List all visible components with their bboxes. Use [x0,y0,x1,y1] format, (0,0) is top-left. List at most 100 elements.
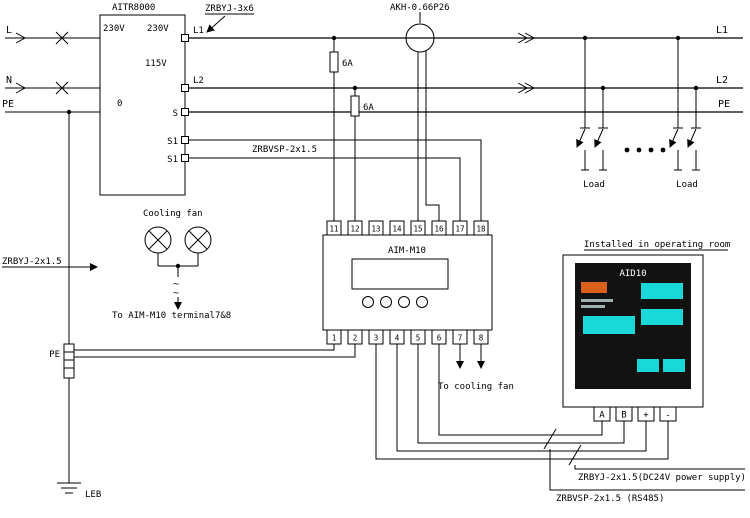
line-pe-right-label: PE [718,99,730,110]
aim-terminal-18: 18 [476,225,486,234]
aim-terminal-3: 3 [374,334,379,343]
remote-display-panel: AID10 A B + - Installed in operating roo… [562,240,730,422]
main-runs [188,32,743,221]
cable-supply-label: ZRBYJ-3x6 [205,4,254,14]
aim-terminal-13: 13 [371,225,380,234]
pe-terminal-block [63,343,75,379]
pe-block-label: PE [49,350,60,360]
panel-terminal-plus: + [643,411,649,421]
cooling-fan-circuit [2,226,212,310]
aim-display [351,258,449,290]
panel-test-button [663,359,685,372]
ac-symbol: ~ [173,288,179,299]
zero-terminal-label: 0 [117,99,122,109]
monitor-bottom-wiring [74,344,745,491]
transformer-box [99,14,186,196]
load-label-2: Load [676,180,698,190]
aim-terminal-12: 12 [350,225,359,234]
cable-rs485-label: ZRBVSP-2x1.5 (RS485) [556,494,664,504]
transformer-unit: AITR8000 230V 230V 115V 0 L1 L2 S S1 S1 [99,3,204,196]
panel-terminal-minus: - [665,411,670,421]
ellipsis-dot [648,147,654,153]
junction-dots [66,35,699,269]
panel-button [641,283,683,299]
aim-terminal-5: 5 [416,334,421,343]
transformer-terminal-l2 [181,84,189,92]
line-l2-right-label: L2 [716,75,728,86]
fan-note-label: To AIM-M10 terminal7&8 [112,311,231,321]
fuse-2-rating: 6A [363,103,374,113]
ct-circle [405,23,435,53]
aim-terminal-6: 6 [437,334,442,343]
aim-terminal-14: 14 [392,225,402,234]
aim-button [398,296,410,308]
line-l-label: L [6,25,12,36]
fuse-drops [329,38,360,221]
aim-terminal-15: 15 [413,225,422,234]
l1-connector-arrows [517,32,536,44]
load-branches [576,38,701,171]
terminal-label-s1b: S1 [167,155,178,165]
secondary-voltage: 230V [147,24,169,34]
ellipsis-dot [636,147,642,153]
panel-button [641,309,683,325]
s1-wire-a [188,139,482,221]
panel-button [583,316,635,334]
aim-button [416,296,428,308]
panel-terminal-a: A [599,411,605,421]
cable-signal-label: ZRBVSP-2x1.5 [252,145,317,155]
s1-wire-b [188,157,461,221]
aim-terminal-17: 17 [455,225,464,234]
earth-symbol [57,482,81,494]
panel-terminal-b: B [621,411,626,421]
line-l1-right-label: L1 [716,25,728,36]
panel-model: AID10 [619,269,646,279]
transformer-terminal-s1b [181,154,189,162]
line-pe-label: PE [2,99,14,110]
aim-button [362,296,374,308]
labels: L N PE L1 L2 PE ZRBYJ-3x6 AKH-0.66P26 6A… [2,3,746,504]
l2-connector-arrows [517,82,536,94]
cable-mark-rs485 [543,428,557,450]
aim-button [380,296,392,308]
leb-label: LEB [85,490,101,500]
panel-location-label: Installed in operating room [584,240,730,250]
aim-terminal-2: 2 [353,334,358,343]
panel-text-line [581,299,613,302]
current-transformer [405,12,440,221]
supply-wires [5,31,100,113]
line-n-label: N [6,75,12,86]
fuse-1-rating: 6A [342,59,353,69]
aim-terminal-11: 11 [329,225,338,234]
cable-dc24-label: ZRBYJ-2x1.5(DC24V power supply) [578,473,746,483]
ct-model-label: AKH-0.66P26 [390,3,450,13]
ellipsis-dot [624,147,630,153]
cable-fan-label: ZRBYJ-2x1.5 [2,257,62,267]
cooling-fan-title: Cooling fan [143,209,203,219]
aim-terminal-8: 8 [479,334,484,343]
tertiary-voltage: 115V [145,59,167,69]
aim-terminal-4: 4 [395,334,400,343]
transformer-terminal-s1a [181,136,189,144]
terminal-label-s: S [173,109,178,119]
aim-terminal-16: 16 [434,225,444,234]
to-cooling-fan-label: To cooling fan [438,382,514,392]
load-label-1: Load [583,180,605,190]
insulation-monitor: AIM-M10 11 12 13 14 15 16 17 18 1 2 3 4 … [322,220,493,345]
pe-earthing [57,112,81,494]
transformer-model: AITR8000 [112,3,155,13]
terminal-label-s1a: S1 [167,137,178,147]
transformer-terminal-l1 [181,34,189,42]
cable-mark-dc24 [568,444,582,466]
panel-alarm-indicator [581,282,607,293]
transformer-terminal-s [181,108,189,116]
fuse-2 [350,95,360,117]
aim-model: AIM-M10 [388,246,426,256]
panel-mute-button [637,359,659,372]
aim-terminal-7: 7 [458,334,463,343]
ac-symbol: ~ [173,279,179,290]
panel-text-line [581,305,605,308]
terminal-label-l2: L2 [193,76,204,86]
primary-voltage: 230V [103,24,125,34]
